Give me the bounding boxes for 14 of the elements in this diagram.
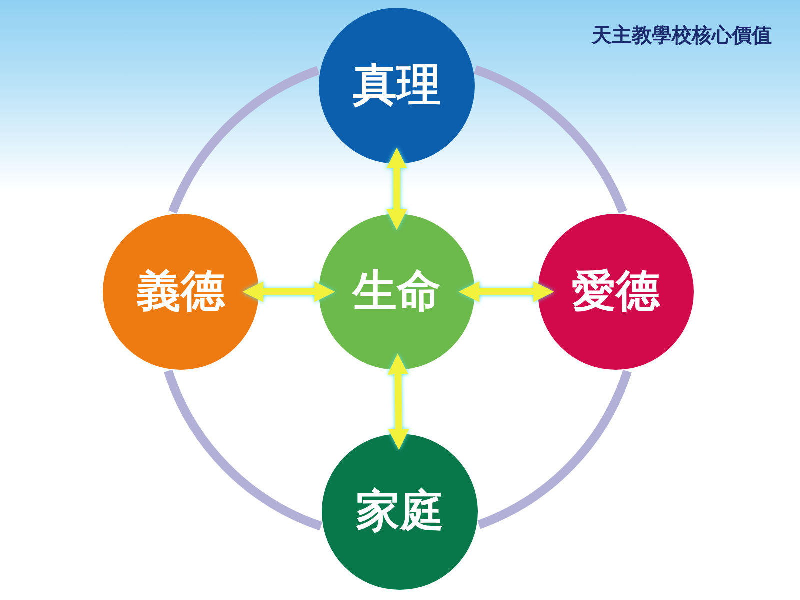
value-label: 家庭 xyxy=(356,490,444,534)
double-arrow xyxy=(458,282,554,302)
value-label: 義德 xyxy=(137,270,225,314)
value-label: 愛德 xyxy=(572,270,660,314)
ring-arc xyxy=(164,370,323,531)
ring-arc xyxy=(474,66,628,214)
ring-arc xyxy=(168,66,320,214)
double-arrow xyxy=(386,148,408,230)
value-label: 真理 xyxy=(353,64,441,108)
value-label: 生命 xyxy=(353,270,441,314)
title: 天主教學校核心價值 xyxy=(592,22,772,49)
ring-arc xyxy=(477,370,632,530)
double-arrow xyxy=(388,354,410,450)
double-arrow xyxy=(242,282,336,302)
